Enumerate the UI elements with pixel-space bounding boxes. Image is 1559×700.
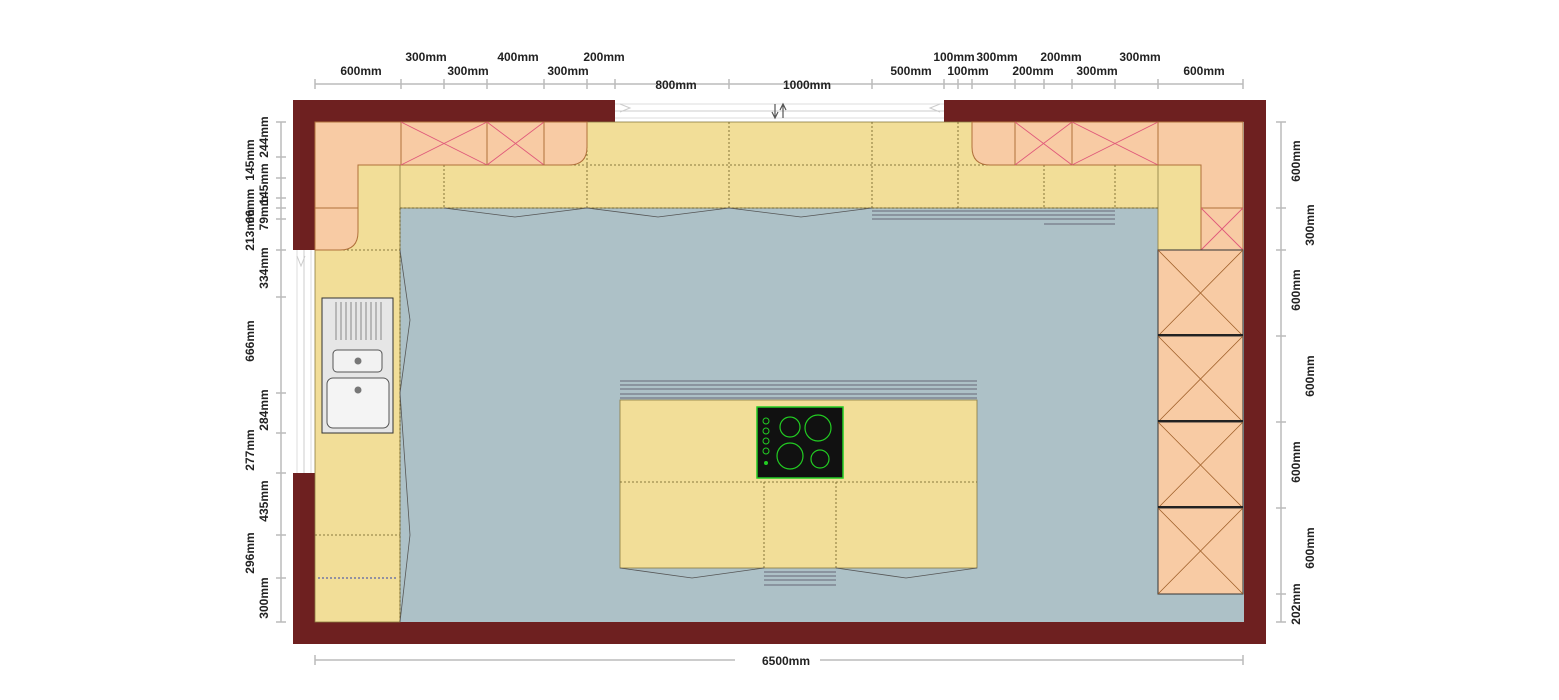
dim-label: 296mm bbox=[243, 532, 257, 573]
dim-label: 202mm bbox=[1289, 583, 1303, 624]
dim-label: 66mm bbox=[243, 189, 257, 224]
dim-label: 600mm bbox=[1303, 355, 1317, 396]
dim-label: 666mm bbox=[243, 320, 257, 361]
dim-label: 300mm bbox=[405, 50, 446, 64]
dim-label: 244mm bbox=[257, 116, 271, 157]
dim-label: 435mm bbox=[257, 480, 271, 521]
dim-label: 600mm bbox=[1289, 140, 1303, 181]
dim-label: 600mm bbox=[340, 64, 381, 78]
dim-label: 800mm bbox=[655, 78, 696, 92]
dim-label: 213mm bbox=[243, 209, 257, 250]
dim-label: 300mm bbox=[1303, 204, 1317, 245]
dim-label: 500mm bbox=[890, 64, 931, 78]
dim-label: 79mm bbox=[257, 196, 271, 231]
door-swing-icon bbox=[296, 102, 941, 268]
dim-label: 200mm bbox=[1012, 64, 1053, 78]
dim-label: 1000mm bbox=[783, 78, 831, 92]
kitchen-island bbox=[619, 380, 978, 586]
right-labels: 600mm 300mm 600mm 600mm 600mm 600mm 202m… bbox=[1289, 140, 1317, 624]
dim-label: 200mm bbox=[583, 50, 624, 64]
hob-icon bbox=[756, 406, 844, 479]
dim-label: 600mm bbox=[1289, 441, 1303, 482]
dim-label: 300mm bbox=[447, 64, 488, 78]
dim-label: 300mm bbox=[976, 50, 1017, 64]
dim-label: 145mm bbox=[243, 139, 257, 180]
dim-label: 600mm bbox=[1289, 269, 1303, 310]
dim-label: 334mm bbox=[257, 247, 271, 288]
dim-label: 100mm bbox=[933, 50, 974, 64]
dim-label: 300mm bbox=[547, 64, 588, 78]
dimension-lines bbox=[276, 79, 1286, 665]
dim-label: 600mm bbox=[1183, 64, 1224, 78]
dim-label: 284mm bbox=[257, 389, 271, 430]
total-width-label: 6500mm bbox=[762, 654, 810, 668]
left-labels: 244mm 145mm 145mm 66mm 79mm 213mm 334mm … bbox=[243, 116, 271, 618]
dim-label: 400mm bbox=[497, 50, 538, 64]
dim-label: 300mm bbox=[1119, 50, 1160, 64]
dim-label: 300mm bbox=[257, 577, 271, 618]
top-ticks bbox=[314, 79, 1244, 89]
dim-label: 145mm bbox=[257, 163, 271, 204]
dim-label: 277mm bbox=[243, 429, 257, 470]
dim-label: 200mm bbox=[1040, 50, 1081, 64]
dim-label: 300mm bbox=[1076, 64, 1117, 78]
dim-label: 100mm bbox=[947, 64, 988, 78]
dim-label: 600mm bbox=[1303, 527, 1317, 568]
sink-icon bbox=[321, 297, 394, 434]
right-ticks bbox=[1276, 121, 1286, 623]
top-upper-labels: 300mm 400mm 200mm 100mm 300mm 200mm 300m… bbox=[405, 50, 1160, 64]
top-lower-labels: 600mm 300mm 300mm 800mm 1000mm 500mm 100… bbox=[340, 64, 1224, 92]
tall-units bbox=[1157, 249, 1244, 595]
left-ticks bbox=[276, 121, 286, 623]
